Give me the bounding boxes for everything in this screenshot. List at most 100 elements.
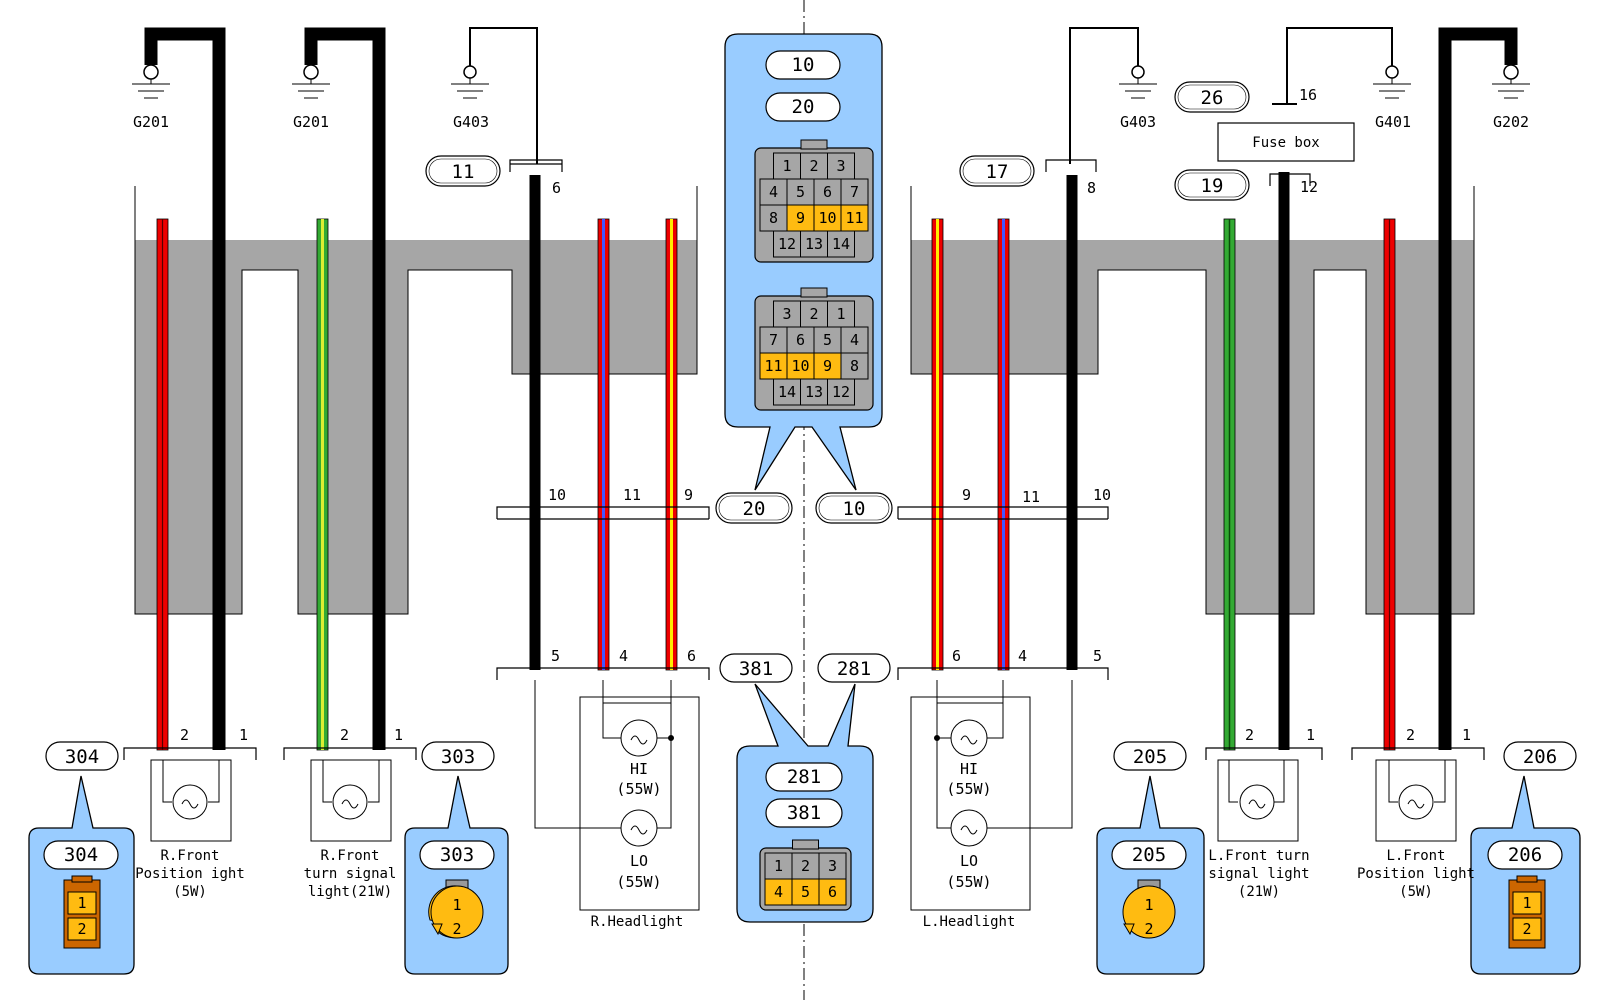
black-wires — [144, 27, 1518, 750]
pin-label: 2 — [1406, 726, 1415, 744]
terminal-connector-icon: 1 2 — [63, 875, 101, 949]
connector-pin-cell — [773, 378, 801, 406]
svg-text:HI: HI — [630, 760, 648, 778]
headlight-labels: HI (55W) LO (55W) HI (55W) LO (55W) R.He… — [591, 760, 1016, 930]
bulb-icon — [620, 809, 658, 847]
component-label: L.Front turn — [1208, 848, 1309, 864]
terminal-connector-icon: 1 2 — [1508, 875, 1546, 949]
connector-pin-number: 1 — [782, 157, 791, 175]
pin-label: 9 — [962, 486, 971, 504]
svg-text:304: 304 — [65, 746, 99, 768]
svg-text:381: 381 — [739, 658, 773, 680]
svg-text:381: 381 — [787, 802, 821, 824]
pin-label: 2 — [180, 726, 189, 744]
component-label: (5W) — [1399, 884, 1433, 900]
connector-pin-number: 4 — [850, 331, 859, 349]
svg-text:10: 10 — [792, 54, 815, 76]
connector-pin-number: 2 — [801, 857, 810, 875]
connector-id-oval: 11 — [425, 155, 501, 187]
connector-pin-number: 1 — [774, 857, 783, 875]
connector-id-oval: 26 — [1174, 81, 1250, 113]
svg-text:1: 1 — [452, 896, 461, 914]
connector-pin-number: 12 — [778, 235, 796, 253]
bubble-id-oval: 20 — [765, 92, 841, 122]
connector-id-oval: 205 — [1113, 741, 1187, 771]
connector-pin-cell — [813, 204, 842, 232]
svg-text:HI: HI — [960, 760, 978, 778]
pin-label: 6 — [687, 647, 696, 665]
ground-g201-right: G201 — [292, 64, 330, 131]
svg-text:(55W): (55W) — [616, 780, 661, 798]
ground-label: G201 — [133, 113, 169, 131]
l-position-lamp — [1375, 759, 1457, 842]
lamp-bubble-303: 303 1 2 — [404, 775, 509, 975]
component-label: turn signal — [304, 866, 397, 882]
bulb-icon — [950, 719, 988, 757]
lamp-bubble-304: 304 1 2 — [28, 775, 135, 975]
svg-text:1: 1 — [1522, 894, 1531, 912]
bubble-id-oval: 304 — [43, 840, 119, 870]
connector-pin-number: 1 — [836, 305, 845, 323]
connector-latch — [800, 287, 828, 298]
connector-pin-cell — [786, 178, 815, 206]
lamp-bubble-206: 206 1 2 — [1470, 775, 1581, 975]
connector-pin-cell — [773, 300, 801, 328]
pin-label: 10 — [1093, 486, 1111, 504]
connector-pin-number: 5 — [801, 883, 810, 901]
connector-id-oval: 303 — [421, 741, 495, 771]
connector-pin-cell — [759, 352, 788, 380]
svg-text:281: 281 — [787, 766, 821, 788]
svg-text:19: 19 — [1201, 175, 1224, 197]
svg-text:205: 205 — [1132, 844, 1166, 866]
pin-label: 4 — [619, 647, 628, 665]
svg-text:26: 26 — [1201, 87, 1224, 109]
connector-pin-number: 10 — [818, 209, 836, 227]
svg-text:17: 17 — [986, 161, 1009, 183]
connector-pin-number: 5 — [796, 183, 805, 201]
connector-pin-number: 9 — [823, 357, 832, 375]
pin-label: 1 — [394, 726, 403, 744]
r-turn-lamp — [310, 759, 392, 842]
connector-pin-number: 12 — [832, 383, 850, 401]
connector-pin-number: 6 — [823, 183, 832, 201]
component-label: Position light — [1357, 866, 1475, 882]
round-socket-icon: 1 2 — [1122, 879, 1176, 939]
fuse-box: Fuse box 16 12 — [1217, 86, 1355, 196]
connector-pin-number: 9 — [796, 209, 805, 227]
connector-pin-cell — [759, 204, 788, 232]
svg-text:LO: LO — [960, 852, 978, 870]
pin-label: 6 — [952, 647, 961, 665]
svg-text:20: 20 — [792, 96, 815, 118]
svg-text:206: 206 — [1508, 844, 1542, 866]
bulb-icon — [332, 784, 368, 820]
component-label: R.Headlight — [591, 914, 684, 930]
component-label: L.Headlight — [923, 914, 1016, 930]
ground-label: G201 — [293, 113, 329, 131]
svg-text:2: 2 — [77, 920, 86, 938]
svg-text:(55W): (55W) — [616, 873, 661, 891]
connector-pin-number: 7 — [850, 183, 859, 201]
connector-pin-cell — [827, 378, 855, 406]
svg-text:2: 2 — [452, 920, 461, 938]
connector-pin-cell — [818, 852, 847, 880]
component-label: Position ight — [135, 866, 245, 882]
svg-text:11: 11 — [452, 161, 475, 183]
connector-pin-cell — [764, 878, 793, 906]
colored-wires — [156, 218, 1396, 751]
connector-pin-number: 5 — [823, 331, 832, 349]
connector-pin-number: 4 — [774, 883, 783, 901]
svg-text:281: 281 — [837, 658, 871, 680]
l-turn-lamp — [1217, 759, 1299, 842]
ground-g202: G202 — [1492, 64, 1530, 131]
pin-label: 6 — [552, 179, 561, 197]
pin-label: 5 — [551, 647, 560, 665]
connector-pin-number: 3 — [828, 857, 837, 875]
round-socket-icon: 1 2 — [428, 879, 484, 939]
connector-pin-number: 4 — [769, 183, 778, 201]
connector-pin-cell — [800, 152, 828, 180]
svg-text:2: 2 — [1144, 920, 1153, 938]
pin-label: 2 — [340, 726, 349, 744]
